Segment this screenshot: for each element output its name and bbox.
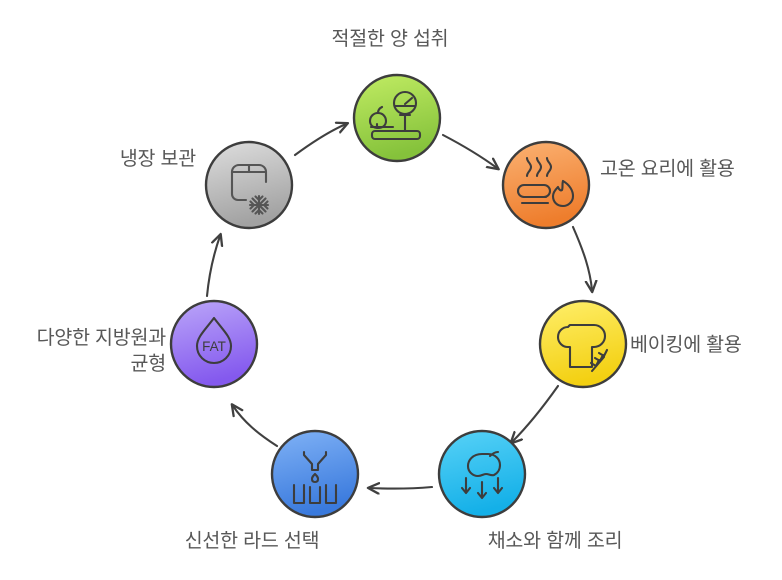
node-balance-fat-sources[interactable]: FAT xyxy=(169,299,259,389)
node-high-heat-cooking[interactable] xyxy=(501,140,591,230)
arrow-portion-to-highheat xyxy=(441,133,497,168)
label-cook-with-vegetables: 채소와 함께 조리 xyxy=(487,530,623,552)
arrow-baking-to-vegetables xyxy=(512,384,560,442)
label-choose-fresh-lard: 신선한 라드 선택 xyxy=(184,530,320,552)
label-balance-fat-sources: 다양한 지방원과 균형 xyxy=(36,327,167,375)
node-portion-control-circle[interactable] xyxy=(352,73,442,163)
node-refrigerated-circle[interactable] xyxy=(204,140,294,230)
fat-droplet-label: FAT xyxy=(202,339,226,354)
arrow-highheat-to-baking xyxy=(571,225,592,290)
kitchen-scale-apple-icon xyxy=(368,90,422,141)
vegetable-down-arrows-icon xyxy=(460,450,504,500)
arrow-lard-to-balance xyxy=(233,406,279,448)
arrow-vegetables-to-lard xyxy=(370,487,434,489)
funnel-bottles-icon xyxy=(292,450,338,505)
node-vegetables-circle[interactable] xyxy=(437,429,527,519)
label-refrigerated-storage: 냉장 보관 xyxy=(119,148,196,170)
node-refrigerated-storage[interactable] xyxy=(204,140,294,230)
hot-pan-flame-icon xyxy=(516,156,575,208)
node-cook-with-vegetables[interactable] xyxy=(437,429,527,519)
label-baking: 베이킹에 활용 xyxy=(630,334,742,356)
label-portion-control: 적절한 양 섭취 xyxy=(331,28,449,50)
node-baking[interactable] xyxy=(538,299,628,389)
arrow-balance-to-refrigerated xyxy=(205,236,220,298)
label-high-heat-cooking: 고온 요리에 활용 xyxy=(600,158,735,180)
fat-droplet-icon xyxy=(195,316,233,365)
node-balance-fat-circle[interactable] xyxy=(169,299,259,389)
node-choose-fresh-lard[interactable] xyxy=(270,429,360,519)
fridge-box-snowflake-icon xyxy=(230,163,270,216)
arrow-refrigerated-to-portion xyxy=(293,124,346,157)
cycle-arrows xyxy=(205,124,592,489)
node-baking-circle[interactable] xyxy=(538,299,628,389)
node-portion-control[interactable] xyxy=(352,73,442,163)
bread-wheat-icon xyxy=(556,323,609,373)
